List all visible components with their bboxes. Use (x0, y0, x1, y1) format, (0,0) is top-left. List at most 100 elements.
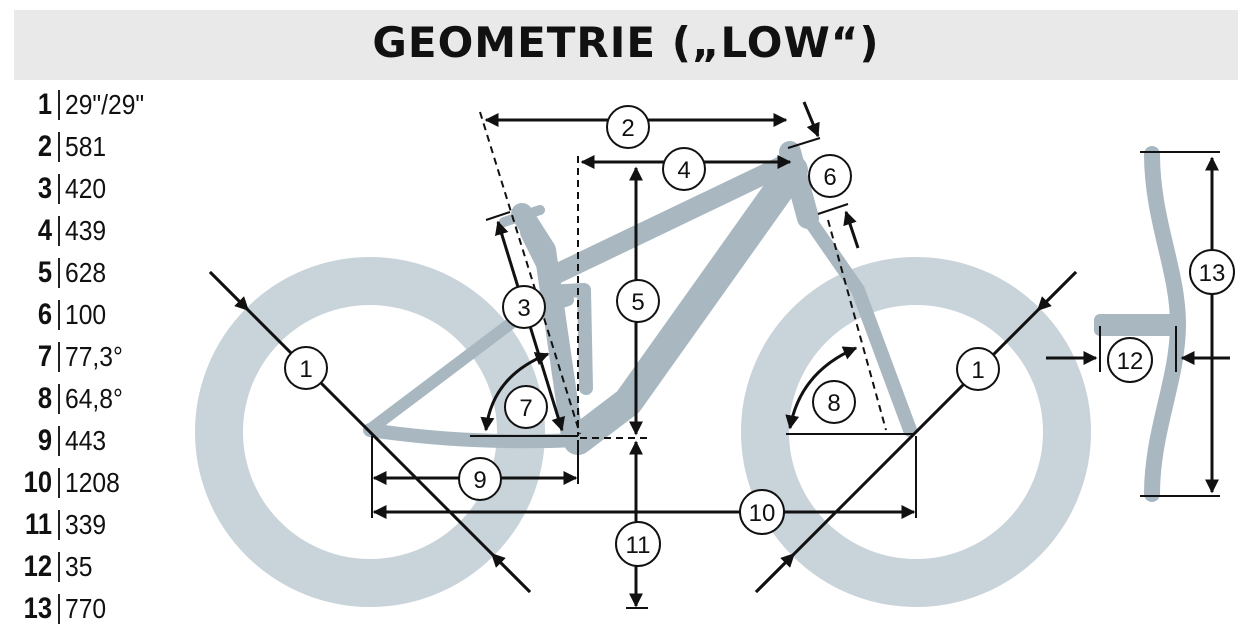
chain-stay (363, 423, 585, 449)
spec-separator (58, 510, 60, 540)
spec-key: 8 (37, 382, 52, 415)
callout-label: 8 (827, 390, 840, 417)
callout-4: 4 (662, 147, 706, 191)
spec-value: 770 (65, 593, 107, 624)
spec-value: 443 (65, 425, 107, 456)
spec-row-2: 2 581 (14, 126, 155, 168)
spec-separator (58, 132, 60, 162)
callout-10: 10 (739, 489, 785, 535)
spec-separator (58, 174, 60, 204)
spec-separator (58, 300, 60, 330)
callout-12: 12 (1107, 337, 1153, 383)
spec-value: 100 (65, 299, 107, 330)
dim-6-arrow-bottom (843, 210, 860, 249)
spec-separator (58, 426, 60, 456)
dim-1-front (754, 270, 1078, 594)
spec-separator (58, 552, 60, 582)
dim-3-tick (485, 211, 511, 221)
spec-key: 7 (37, 340, 52, 373)
spec-row-6: 6 100 (14, 294, 155, 336)
spec-key: 2 (37, 130, 52, 163)
rear-wheel (195, 257, 545, 607)
dim-1-rear-arrow-b (490, 552, 532, 594)
spec-value: 439 (65, 215, 107, 246)
callout-11: 11 (615, 521, 661, 567)
callout-label: 4 (677, 157, 690, 184)
callout-1-front: 1 (956, 347, 1000, 391)
spec-row-10: 10 1208 (14, 462, 155, 504)
callout-label: 9 (473, 467, 486, 494)
callout-5: 5 (616, 279, 660, 323)
spec-row-11: 11 339 (14, 504, 155, 546)
spec-value: 581 (65, 131, 107, 162)
spec-key: 10 (23, 466, 52, 499)
dim-1-rear-arrow-a (208, 270, 250, 312)
spec-key: 13 (23, 592, 52, 625)
callout-label: 3 (517, 295, 530, 322)
callout-label: 2 (621, 115, 634, 142)
dim-6-extension (827, 219, 887, 431)
dim-7-arc (480, 352, 550, 432)
dim-1-front-arrow-a (1036, 270, 1078, 312)
spec-row-4: 4 439 (14, 210, 155, 252)
callout-8: 8 (812, 380, 856, 424)
header-band: GEOMETRIE („LOW“) (14, 10, 1238, 80)
callout-label: 1 (299, 356, 312, 383)
dim-6-tick-bottom (817, 203, 849, 215)
dim-6-tick-top (787, 137, 821, 149)
spec-row-7: 7 77,3° (14, 336, 155, 378)
spec-separator (58, 384, 60, 414)
callout-9: 9 (458, 457, 502, 501)
head-tube (779, 141, 819, 229)
callout-6: 6 (808, 154, 852, 198)
callout-label: 11 (626, 532, 651, 559)
page-title: GEOMETRIE („LOW“) (372, 18, 880, 67)
dim-8-arc (785, 346, 858, 430)
spec-key: 4 (37, 214, 52, 247)
down-tube (563, 155, 808, 455)
spec-separator (58, 594, 60, 624)
spec-row-13: 13 770 (14, 588, 155, 630)
spec-value: 35 (65, 551, 93, 582)
dim-1-front-arrow-b (754, 552, 796, 594)
callouts: 1 2 4 6 3 5 7 8 1 9 10 11 12 13 (284, 105, 1235, 567)
callout-label: 10 (749, 500, 776, 527)
dim-1-rear (208, 270, 532, 594)
callout-label: 7 (519, 395, 532, 422)
spec-key: 11 (25, 508, 52, 541)
spec-separator (58, 468, 60, 498)
callout-2: 2 (606, 105, 650, 149)
callout-3: 3 (502, 285, 546, 329)
spec-key: 3 (37, 172, 52, 205)
spec-value: 77,3° (65, 341, 123, 372)
spec-value: 339 (65, 509, 107, 540)
spec-key: 12 (23, 550, 52, 583)
callout-label: 6 (823, 164, 836, 191)
spec-separator (58, 258, 60, 288)
spec-value: 64,8° (65, 383, 123, 414)
spec-row-1: 1 29"/29" (14, 84, 155, 126)
spec-key: 5 (37, 256, 52, 289)
callout-label: 13 (1199, 260, 1226, 287)
stem (1094, 314, 1184, 336)
fork (801, 211, 917, 437)
spec-separator (58, 342, 60, 372)
callout-13: 13 (1189, 249, 1235, 295)
callout-label: 1 (971, 357, 984, 384)
spec-row-12: 12 35 (14, 546, 155, 588)
spec-separator (58, 90, 60, 120)
dim-6-arrow-top (802, 101, 820, 138)
spec-key: 1 (37, 88, 52, 121)
spec-key: 6 (37, 298, 52, 331)
spec-value: 1208 (65, 467, 120, 498)
callout-label: 12 (1117, 348, 1144, 375)
callout-label: 5 (631, 289, 644, 316)
spec-separator (58, 216, 60, 246)
callout-1-rear: 1 (284, 346, 328, 390)
spec-value: 29"/29" (65, 89, 145, 120)
